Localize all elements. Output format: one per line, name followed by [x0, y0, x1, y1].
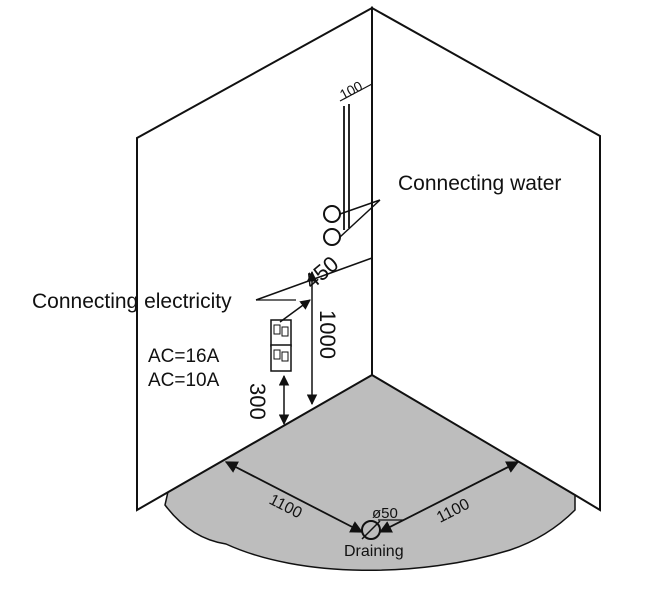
socket-top-reference-line [279, 299, 311, 323]
ac-16a-label: AC=16A [148, 346, 220, 367]
ac-10a-label: AC=10A [148, 370, 220, 391]
outlet-height-dimension: 1000 [315, 310, 340, 359]
connecting-water-label: Connecting water [398, 172, 561, 195]
water-leader-line [339, 199, 381, 238]
water-pipe [343, 104, 350, 230]
left-width-arrow [224, 461, 364, 533]
pipe-offset-dimension-line [339, 83, 373, 102]
drain-diameter-dimension: ø50 [372, 505, 398, 522]
electrical-socket-upper [270, 319, 292, 347]
electrical-socket-lower [270, 344, 292, 372]
drain-outlet [361, 520, 381, 540]
socket-height-dimension: 300 [245, 383, 270, 420]
draining-label: Draining [344, 543, 404, 560]
connecting-electricity-label: Connecting electricity [32, 290, 232, 313]
